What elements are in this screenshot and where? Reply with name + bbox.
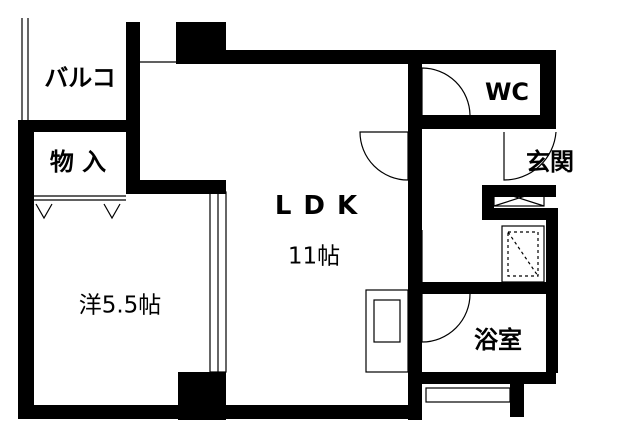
room-size-ldk: 11帖 xyxy=(287,243,341,270)
room-label-balcony: バルコ xyxy=(44,64,116,92)
room-label-storage: 物 入 xyxy=(49,148,107,176)
room-label-bathroom: 浴室 xyxy=(474,326,522,354)
room-label-ldk: LDK xyxy=(274,191,370,221)
fixtures xyxy=(21,18,557,418)
room-label-western: 洋5.5帖 xyxy=(78,292,162,319)
walls xyxy=(18,22,558,420)
room-label-wc: WC xyxy=(484,78,530,106)
room-label-entrance: 玄関 xyxy=(526,148,574,176)
